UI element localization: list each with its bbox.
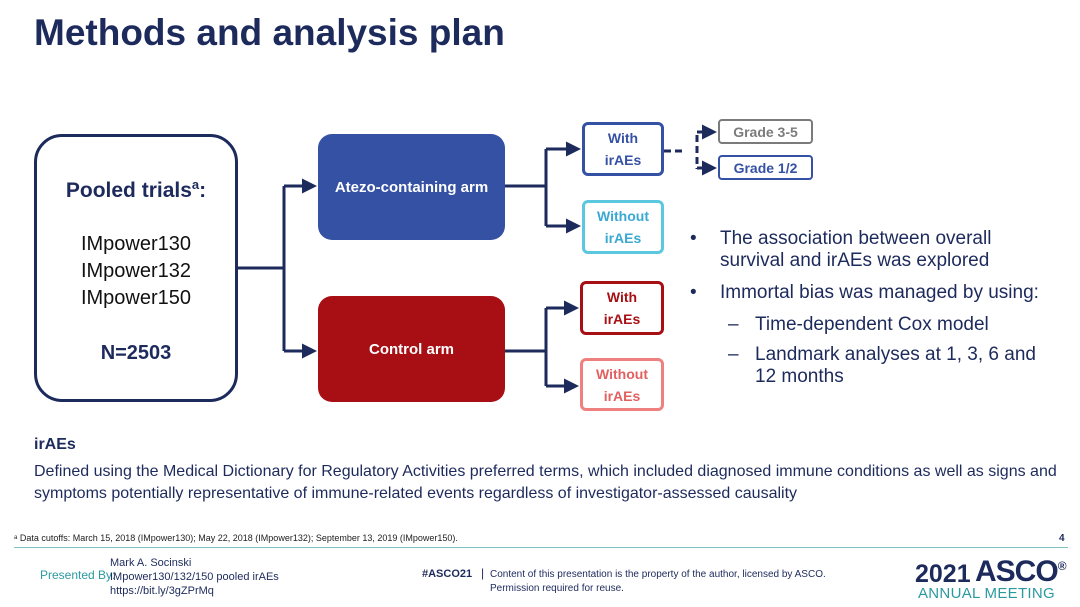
control-arm-box: Control arm — [318, 296, 505, 402]
grade-1-2-box: Grade 1/2 — [718, 155, 813, 180]
registered-mark: ® — [1057, 559, 1067, 573]
atezo-without-iraes-box: Without irAEs — [582, 200, 664, 254]
grade-3-5-box: Grade 3-5 — [718, 119, 813, 144]
dash-marker: – — [728, 344, 739, 365]
trial-item: IMpower132 — [80, 260, 192, 282]
page-number: 4 — [1059, 533, 1065, 544]
trial-list: IMpower130 IMpower132 IMpower150 — [37, 231, 235, 312]
irae-definition-heading: irAEs — [34, 436, 76, 453]
bullet-marker: • — [690, 228, 697, 249]
analysis-bullets: •The association between overall surviva… — [690, 228, 1050, 396]
sub-bullet-item: –Time-dependent Cox model — [728, 314, 989, 335]
control-without-iraes-box: Without irAEs — [580, 358, 664, 411]
pooled-heading-footnote-marker: a — [191, 177, 200, 192]
footer-divider — [14, 547, 1068, 548]
trial-item: IMpower150 — [80, 287, 192, 309]
footnote: ᵃ Data cutoffs: March 15, 2018 (IMpower1… — [14, 533, 458, 543]
atezo-with-iraes-box: With irAEs — [582, 122, 664, 176]
trial-item: IMpower130 — [80, 233, 192, 255]
sample-size: N=2503 — [100, 342, 172, 364]
bullet-item: •Immortal bias was managed by using: — [690, 282, 1039, 303]
pooled-trials-box: Pooled trialsa: IMpower130 IMpower132 IM… — [34, 134, 238, 402]
control-with-iraes-box: With irAEs — [580, 281, 664, 335]
sub-bullet-item: –Landmark analyses at 1, 3, 6 and 12 mon… — [728, 344, 1036, 387]
conference-hashtag: #ASCO21 — [422, 568, 473, 580]
page-title: Methods and analysis plan — [34, 12, 505, 53]
pooled-heading: Pooled trialsa: — [65, 177, 207, 202]
copyright-disclaimer: Content of this presentation is the prop… — [490, 569, 826, 594]
logo-year: 2021 — [915, 560, 971, 588]
irae-definition-text: Defined using the Medical Dictionary for… — [34, 463, 1057, 502]
bullet-marker: • — [690, 282, 697, 303]
footer-separator: | — [481, 566, 485, 580]
asco-logo: ASCO® — [975, 555, 1067, 588]
presentation-link[interactable]: https://bit.ly/3gZPrMq — [110, 585, 214, 597]
presented-by-label: Presented By: — [40, 568, 116, 582]
atezo-arm-box: Atezo-containing arm — [318, 134, 505, 240]
dash-marker: – — [728, 314, 739, 335]
presenter-info: Mark A. Socinski IMpower130/132/150 pool… — [110, 556, 279, 598]
presentation-title: IMpower130/132/150 pooled irAEs — [110, 571, 279, 583]
presenter-name: Mark A. Socinski — [110, 557, 192, 569]
bullet-item: •The association between overall surviva… — [690, 228, 992, 271]
logo-annual-meeting: ANNUAL MEETING — [918, 585, 1055, 602]
